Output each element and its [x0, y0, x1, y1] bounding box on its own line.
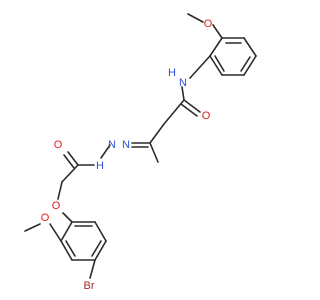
- nitrogen-atom-amide: N: [179, 77, 187, 89]
- bond: [94, 221, 107, 242]
- bond: [57, 181, 63, 200]
- bond: [60, 221, 73, 242]
- ring-methoxyphenyl: [209, 37, 257, 76]
- oxygen-atom-carbonyl-left: O: [54, 139, 63, 151]
- nitrogen-atom-hydrazone-2: N: [108, 139, 116, 151]
- molecule-canvas: O H N O N N H O O O Br: [24, 13, 257, 292]
- bond: [65, 240, 76, 257]
- oxygen-atom-methoxy-top: O: [204, 18, 213, 30]
- bond: [181, 86, 185, 101]
- bond: [183, 99, 201, 113]
- bond: [214, 55, 225, 72]
- bond: [189, 55, 211, 79]
- bond: [149, 123, 165, 144]
- bond: [60, 240, 73, 261]
- bond: [149, 142, 159, 163]
- bond: [24, 223, 41, 232]
- oxygen-atom-carbonyl-right: O: [202, 110, 211, 122]
- bond: [240, 56, 251, 72]
- bond: [243, 37, 257, 57]
- bond: [187, 13, 204, 23]
- bond: [209, 55, 223, 76]
- bond: [63, 154, 75, 169]
- bond: [61, 164, 79, 183]
- hydrogen-atom-amide: H: [168, 67, 176, 79]
- bond: [94, 240, 107, 261]
- bond: [163, 99, 185, 125]
- bond: [212, 24, 223, 39]
- bond: [209, 37, 223, 57]
- bond: [89, 259, 96, 279]
- hydrogen-atom-hydrazide: H: [96, 160, 104, 172]
- bond: [100, 144, 111, 159]
- bond: [67, 151, 79, 166]
- bond: [180, 103, 198, 117]
- nitrogen-atom-hydrazone-1: N: [122, 139, 130, 151]
- ring-bromomethoxyphenyl: [60, 221, 107, 261]
- bond: [243, 55, 257, 76]
- bond: [62, 212, 73, 223]
- oxygen-atom-methoxy-left: O: [41, 212, 50, 224]
- oxygen-atom-ether: O: [52, 200, 61, 212]
- bond: [91, 240, 102, 257]
- structure-diagram: O H N O N N H O O O Br: [24, 13, 257, 292]
- bond: [49, 223, 62, 242]
- bromine-atom: Br: [84, 280, 95, 292]
